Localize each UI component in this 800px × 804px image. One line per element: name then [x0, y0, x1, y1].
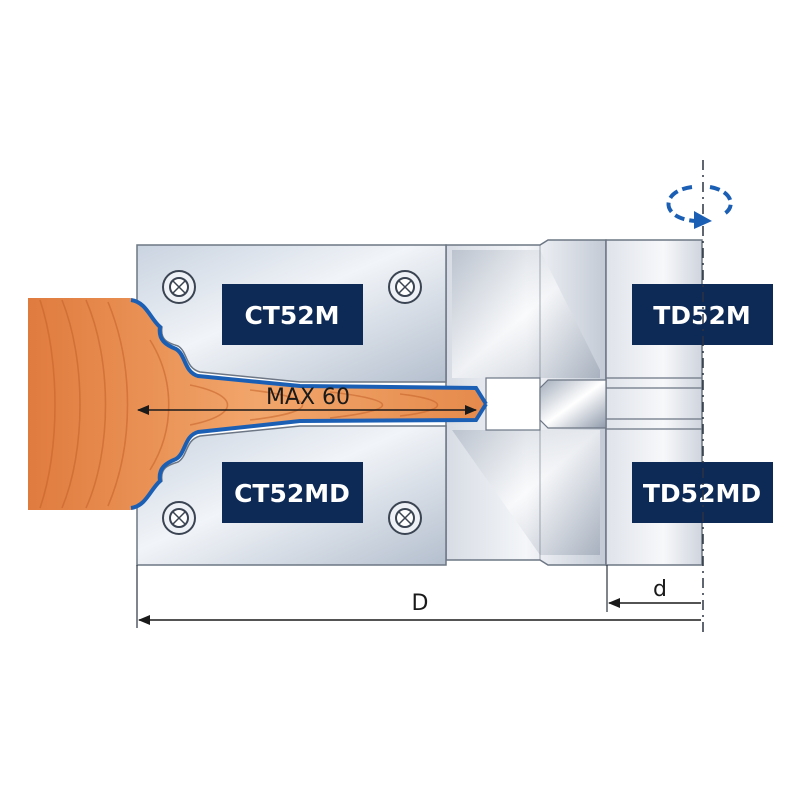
label-td52m-text: TD52M [653, 301, 750, 330]
label-ct52m-text: CT52M [244, 301, 339, 330]
slot-spacer [539, 379, 607, 429]
max-depth-text: MAX 60 [266, 385, 350, 410]
dimension-max-depth: MAX 60 [137, 385, 477, 415]
body-shine-upper [452, 250, 600, 378]
screw-icon [388, 501, 422, 535]
dimension-outer-diameter: D [136, 565, 701, 628]
label-box [222, 284, 363, 345]
screw-icons [162, 270, 422, 535]
wood-profile [28, 298, 486, 510]
screw-icon [388, 270, 422, 304]
screw-icon [162, 270, 196, 304]
label-ct52md: CT52MD [222, 462, 363, 523]
label-ct52md-text: CT52MD [234, 479, 350, 508]
profile-line-upper [130, 298, 488, 406]
bore-diameter-text: d [653, 577, 667, 602]
label-td52md-text: TD52MD [643, 479, 761, 508]
label-ct52m: CT52M [222, 284, 363, 345]
label-box [222, 462, 363, 523]
outer-diameter-text: D [412, 591, 429, 616]
workpiece-wood [28, 298, 488, 510]
body-slot [485, 377, 541, 431]
rotation-arrow-icon [666, 185, 733, 229]
profile-line-lower [130, 402, 488, 510]
dimension-bore-diameter: d [606, 565, 701, 612]
screw-icon [162, 501, 196, 535]
body-shine-lower [452, 430, 600, 555]
